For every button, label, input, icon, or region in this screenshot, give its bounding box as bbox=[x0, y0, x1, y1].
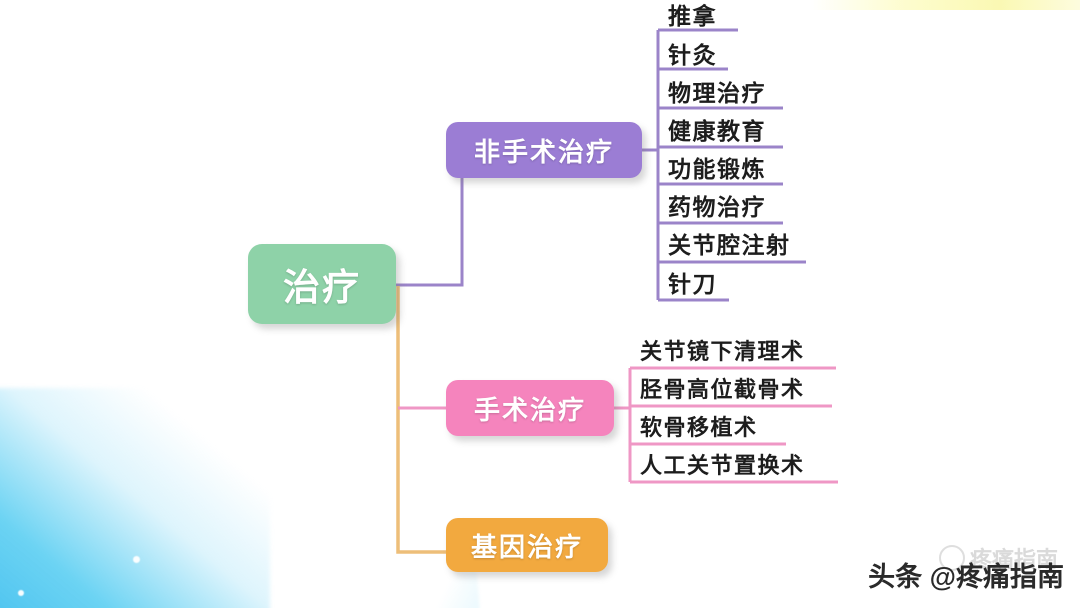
mindmap-root-node[interactable]: 治疗 bbox=[248, 244, 396, 324]
leaf-nonsurgical-4[interactable]: 功能锻炼 bbox=[668, 156, 766, 182]
circle-avatar-icon bbox=[938, 545, 965, 571]
mindmap-branch-gene[interactable]: 基因治疗 bbox=[446, 518, 608, 572]
leaf-surgical-2[interactable]: 软骨移植术 bbox=[640, 415, 758, 440]
watermark-ghost: 疼痛指南 bbox=[938, 542, 1058, 574]
branch-label-surgical: 手术治疗 bbox=[473, 394, 586, 425]
leaf-nonsurgical-1[interactable]: 针灸 bbox=[668, 42, 717, 68]
leaf-surgical-3[interactable]: 人工关节置换术 bbox=[640, 453, 805, 478]
branch-label-nonsurgical: 非手术治疗 bbox=[473, 136, 614, 167]
leaf-nonsurgical-6[interactable]: 关节腔注射 bbox=[668, 232, 791, 258]
mindmap-branch-surgical[interactable]: 手术治疗 bbox=[446, 380, 614, 436]
leaf-nonsurgical-2[interactable]: 物理治疗 bbox=[668, 80, 766, 106]
leaf-surgical-1[interactable]: 胫骨高位截骨术 bbox=[640, 377, 805, 402]
mindmap-branch-nonsurgical[interactable]: 非手术治疗 bbox=[446, 122, 642, 178]
watermark-text: 头条 @疼痛指南 bbox=[868, 562, 1064, 592]
leaf-surgical-0[interactable]: 关节镜下清理术 bbox=[640, 339, 805, 364]
leaf-nonsurgical-7[interactable]: 针刀 bbox=[668, 271, 717, 297]
watermark-ghost-text: 疼痛指南 bbox=[969, 547, 1058, 572]
connector-root-to-gene bbox=[396, 286, 446, 554]
root-node-label: 治疗 bbox=[283, 267, 361, 308]
leaf-nonsurgical-3[interactable]: 健康教育 bbox=[668, 118, 766, 144]
leaf-nonsurgical-0[interactable]: 推拿 bbox=[668, 3, 717, 29]
branch-label-gene: 基因治疗 bbox=[470, 531, 583, 562]
leaf-nonsurgical-5[interactable]: 药物治疗 bbox=[668, 194, 766, 220]
watermark: 头条 @疼痛指南 bbox=[868, 555, 1064, 594]
